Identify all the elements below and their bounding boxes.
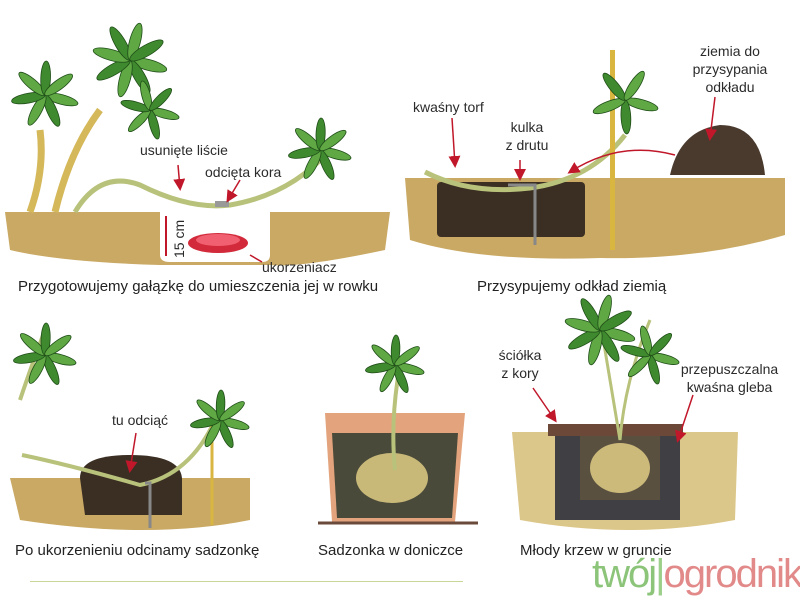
label-removed-leaves: usunięte liście [140,142,228,158]
leaf [149,87,173,111]
leaf [394,346,420,367]
panel-3-scene [10,329,250,530]
caption-panel-5: Młody krzew w gruncie [520,542,672,559]
label-mulch-line1: ściółka [498,347,542,363]
leaf [44,334,72,357]
panel-5-scene [512,319,738,530]
divider-line [30,581,463,582]
leaf [649,332,673,356]
label-soil-line1: ziemia do [700,43,760,59]
label-wire-line1: kulka [510,119,544,135]
label-covering-soil: ziemia do przysypania odkładu [670,42,790,96]
caption-panel-3: Po ukorzenieniu odcinamy sadzonkę [15,542,260,559]
leaf [129,39,164,62]
label-mulch-line2: z kory [501,365,539,381]
label-depth: 15 cm [171,219,187,258]
leaf [623,70,645,101]
caption-panel-1: Przygotowujemy gałązkę do umieszczenia j… [18,278,379,295]
leaf [219,401,245,422]
caption-panel-4: Sadzonka w doniczce [318,542,464,559]
label-bark-mulch: ściółka z kory [490,346,550,382]
label-wire-line2: z drutu [505,137,549,153]
label-cut-here: tu odciąć [112,412,169,428]
label-acid-soil: przepuszczalna kwaśna gleba [672,360,787,396]
rhododendron-leaves [11,22,680,449]
leaf [599,310,632,332]
leaf [44,73,74,97]
logo-part2: ogrodnik [663,552,800,596]
label-soil-line3: odkładu [705,79,755,95]
logo: twój|ogrodnik [592,552,800,596]
label-acid-peat: kwaśny torf [413,99,484,115]
logo-part1: twój [592,552,657,596]
label-soil-line2: przysypania [692,61,768,77]
caption-panel-2: Przysypujemy odkład ziemią [477,278,667,295]
label-rooting-agent: ukorzeniacz [262,259,337,275]
leaf [319,129,347,152]
label-wire-ball: kulka z drutu [497,118,557,154]
panel-4-scene [318,364,478,525]
panel-1-scene [5,107,390,266]
label-soil5-line1: przepuszczalna [680,361,779,377]
panel-2-scene [405,50,785,259]
label-soil5-line2: kwaśna gleba [686,379,773,395]
label-cut-bark: odcięta kora [205,164,282,180]
